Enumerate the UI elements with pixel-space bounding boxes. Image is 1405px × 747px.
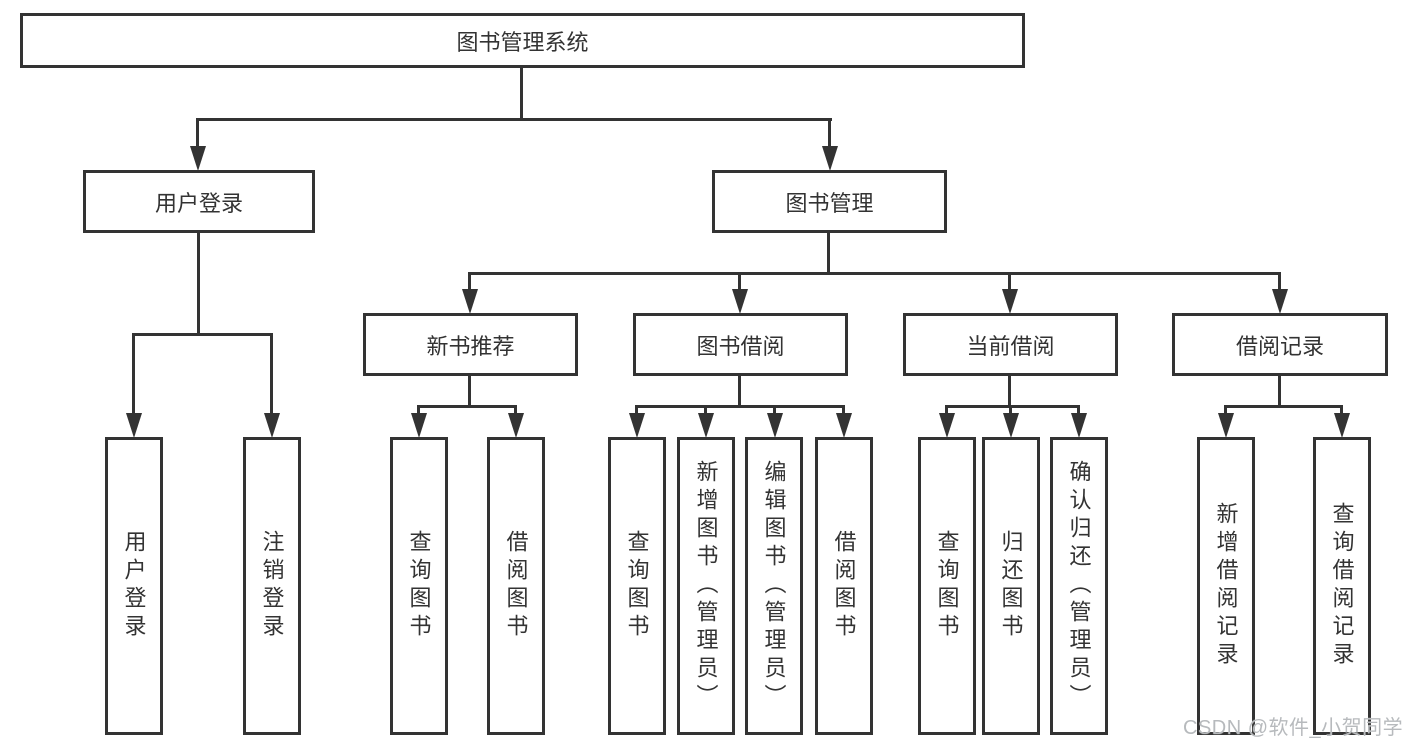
arrowhead-icon <box>767 413 783 438</box>
arrowhead-icon <box>1272 289 1288 314</box>
node-label: 新增图书（管理员） <box>693 460 719 712</box>
connector-line <box>738 272 741 292</box>
connector-line <box>417 405 420 415</box>
connector-line <box>196 118 199 150</box>
connector-line <box>132 333 273 336</box>
node-leaf-user-login: 用户登录 <box>105 437 163 735</box>
node-new-book-recommend: 新书推荐 <box>363 313 578 376</box>
node-leaf-query-books-borrowing: 查询图书 <box>608 437 666 735</box>
connector-line <box>704 405 707 415</box>
node-leaf-return-books: 归还图书 <box>982 437 1040 735</box>
node-label: 用户登录 <box>121 530 147 642</box>
node-label: 查询图书 <box>624 530 650 642</box>
csdn-watermark: CSDN @软件_小贺同学 <box>1183 717 1404 739</box>
node-label: 注销登录 <box>259 530 285 642</box>
node-leaf-borrow-books: 借阅图书 <box>815 437 873 735</box>
node-label: 编辑图书（管理员） <box>761 460 787 712</box>
arrowhead-icon <box>264 413 280 438</box>
connector-line <box>827 233 830 275</box>
node-book-borrowing: 图书借阅 <box>633 313 848 376</box>
connector-line <box>1009 405 1012 415</box>
connector-line <box>635 405 638 415</box>
arrowhead-icon <box>698 413 714 438</box>
connector-line <box>828 118 831 150</box>
connector-line <box>635 405 845 408</box>
node-label: 查询借阅记录 <box>1329 502 1355 670</box>
connector-line <box>1077 405 1080 415</box>
connector-line <box>468 272 471 292</box>
arrowhead-icon <box>190 146 206 171</box>
connector-line <box>468 272 1281 275</box>
connector-line <box>514 405 517 415</box>
node-label: 归还图书 <box>998 530 1024 642</box>
node-current-borrowing: 当前借阅 <box>903 313 1118 376</box>
connector-line <box>738 376 741 407</box>
connector-line <box>1008 376 1011 407</box>
node-label: 借阅记录 <box>1235 333 1324 359</box>
connector-line <box>1224 405 1227 415</box>
node-leaf-add-borrow-record: 新增借阅记录 <box>1197 437 1255 735</box>
node-leaf-borrow-books-recommend: 借阅图书 <box>487 437 545 735</box>
connector-line <box>520 68 523 120</box>
node-leaf-query-books-current: 查询图书 <box>918 437 976 735</box>
node-book-management: 图书管理 <box>712 170 947 233</box>
connector-line <box>1224 405 1343 408</box>
node-label: 用户登录 <box>154 190 243 216</box>
arrowhead-icon <box>1334 413 1350 438</box>
node-system-root: 图书管理系统 <box>20 13 1025 68</box>
connector-line <box>132 333 135 415</box>
node-label: 图书管理系统 <box>456 29 589 55</box>
node-user-login-group: 用户登录 <box>83 170 315 233</box>
arrowhead-icon <box>1071 413 1087 438</box>
connector-line <box>270 333 273 415</box>
arrowhead-icon <box>939 413 955 438</box>
arrowhead-icon <box>126 413 142 438</box>
arrowhead-icon <box>1002 289 1018 314</box>
node-leaf-query-borrow-record: 查询借阅记录 <box>1313 437 1371 735</box>
arrowhead-icon <box>411 413 427 438</box>
connector-line <box>1340 405 1343 415</box>
node-leaf-confirm-return-admin: 确认归还（管理员） <box>1050 437 1108 735</box>
arrowhead-icon <box>732 289 748 314</box>
arrowhead-icon <box>1003 413 1019 438</box>
arrowhead-icon <box>462 289 478 314</box>
node-leaf-add-books-admin: 新增图书（管理员） <box>677 437 735 735</box>
connector-line <box>945 405 948 415</box>
node-label: 图书借阅 <box>696 333 785 359</box>
node-label: 新书推荐 <box>426 333 515 359</box>
connector-line <box>196 118 832 121</box>
arrowhead-icon <box>1218 413 1234 438</box>
connector-line <box>1008 272 1011 292</box>
node-leaf-query-books-recommend: 查询图书 <box>390 437 448 735</box>
node-label: 查询图书 <box>934 530 960 642</box>
node-label: 借阅图书 <box>503 530 529 642</box>
connector-line <box>1278 376 1281 407</box>
connector-line <box>842 405 845 415</box>
node-borrowing-records: 借阅记录 <box>1172 313 1388 376</box>
connector-line <box>468 376 471 407</box>
connector-line <box>197 233 200 335</box>
node-leaf-logout: 注销登录 <box>243 437 301 735</box>
node-label: 当前借阅 <box>966 333 1055 359</box>
arrowhead-icon <box>836 413 852 438</box>
node-label: 确认归还（管理员） <box>1066 460 1092 712</box>
node-label: 查询图书 <box>406 530 432 642</box>
arrowhead-icon <box>508 413 524 438</box>
node-label: 图书管理 <box>785 190 874 216</box>
node-label: 借阅图书 <box>831 530 857 642</box>
node-label: 新增借阅记录 <box>1213 502 1239 670</box>
arrowhead-icon <box>822 146 838 171</box>
connector-line <box>945 405 1080 408</box>
connector-line <box>773 405 776 415</box>
arrowhead-icon <box>629 413 645 438</box>
connector-line <box>1278 272 1281 292</box>
node-leaf-edit-books-admin: 编辑图书（管理员） <box>745 437 803 735</box>
connector-line <box>417 405 517 408</box>
